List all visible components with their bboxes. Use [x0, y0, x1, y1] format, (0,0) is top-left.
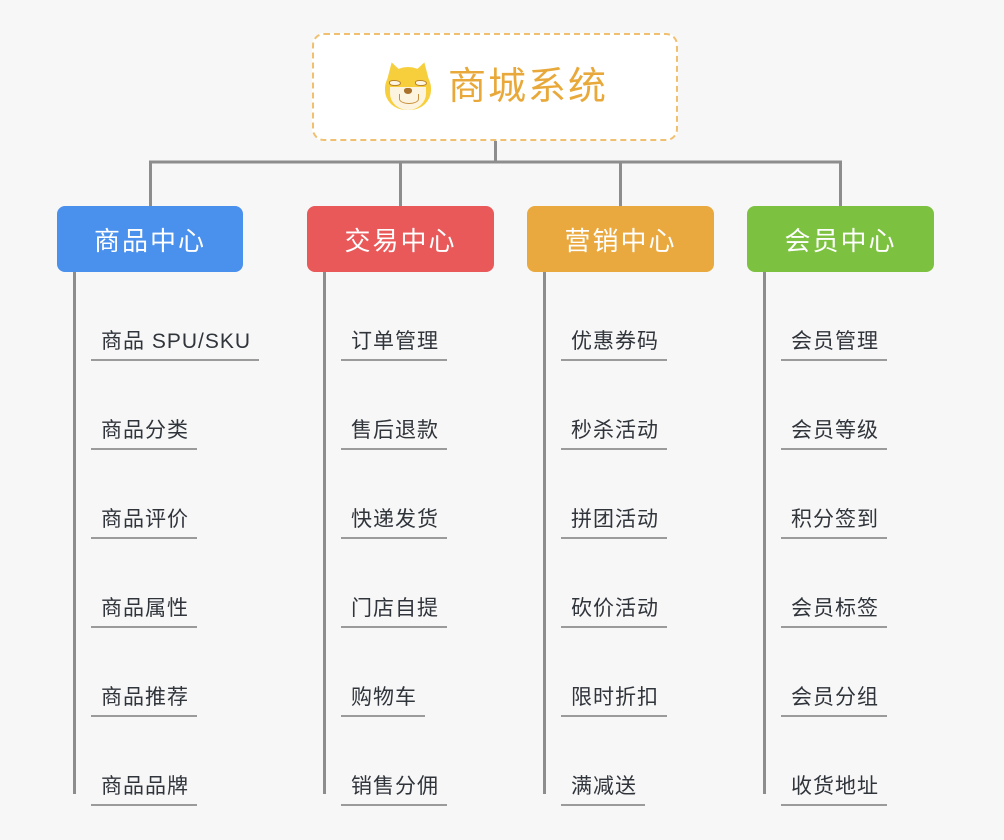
leaf-item-label: 快递发货	[341, 508, 447, 539]
leaf-item-label: 订单管理	[341, 330, 447, 361]
leaf-item[interactable]: 商品推荐	[73, 628, 317, 717]
branch-header-label: 交易中心	[344, 225, 457, 256]
leaf-item[interactable]: 优惠券码	[543, 272, 747, 361]
branch-header-marketing-center[interactable]: 营销中心	[527, 206, 714, 272]
leaf-item[interactable]: 满减送	[543, 717, 747, 806]
leaf-item-label: 会员标签	[781, 597, 887, 628]
leaf-item-label: 会员等级	[781, 419, 887, 450]
leaf-item[interactable]: 秒杀活动	[543, 361, 747, 450]
branch-items-trade-center: 订单管理 售后退款 快递发货 门店自提 购物车 销售分佣	[307, 272, 527, 806]
branch-column-trade-center: 交易中心 订单管理 售后退款 快递发货 门店自提 购物车 销售分佣	[307, 206, 527, 806]
leaf-item[interactable]: 限时折扣	[543, 628, 747, 717]
leaf-item-label: 会员分组	[781, 686, 887, 717]
leaf-item-label: 商品属性	[91, 597, 197, 628]
leaf-item[interactable]: 订单管理	[323, 272, 527, 361]
leaf-item[interactable]: 商品评价	[73, 450, 317, 539]
branch-column-member-center: 会员中心 会员管理 会员等级 积分签到 会员标签 会员分组 收货地址	[747, 206, 967, 806]
leaf-item[interactable]: 会员分组	[763, 628, 967, 717]
leaf-item[interactable]: 商品属性	[73, 539, 317, 628]
leaf-item[interactable]: 会员管理	[763, 272, 967, 361]
root-title: 商城系统	[447, 66, 608, 108]
leaf-item[interactable]: 积分签到	[763, 450, 967, 539]
leaf-item-label: 秒杀活动	[561, 419, 667, 450]
leaf-item-label: 满减送	[561, 775, 645, 806]
shiba-dog-face-icon	[382, 59, 434, 113]
leaf-item-label: 拼团活动	[561, 508, 667, 539]
root-node[interactable]: 商城系统	[312, 33, 678, 141]
leaf-item-label: 商品推荐	[91, 686, 197, 717]
branch-column-product-center: 商品中心 商品 SPU/SKU 商品分类 商品评价 商品属性 商品推荐 商品品牌	[57, 206, 317, 806]
branch-header-product-center[interactable]: 商品中心	[57, 206, 243, 272]
leaf-item[interactable]: 售后退款	[323, 361, 527, 450]
branch-column-marketing-center: 营销中心 优惠券码 秒杀活动 拼团活动 砍价活动 限时折扣 满减送	[527, 206, 747, 806]
branch-header-member-center[interactable]: 会员中心	[747, 206, 934, 272]
branch-items-member-center: 会员管理 会员等级 积分签到 会员标签 会员分组 收货地址	[747, 272, 967, 806]
branch-header-label: 会员中心	[784, 225, 897, 256]
leaf-item-label: 优惠券码	[561, 330, 667, 361]
leaf-item-label: 销售分佣	[341, 775, 447, 806]
branch-header-label: 商品中心	[93, 225, 206, 256]
leaf-item-label: 商品分类	[91, 419, 197, 450]
leaf-item[interactable]: 会员标签	[763, 539, 967, 628]
leaf-item[interactable]: 门店自提	[323, 539, 527, 628]
leaf-item-label: 商品评价	[91, 508, 197, 539]
leaf-item[interactable]: 商品品牌	[73, 717, 317, 806]
leaf-item-label: 门店自提	[341, 597, 447, 628]
branch-items-marketing-center: 优惠券码 秒杀活动 拼团活动 砍价活动 限时折扣 满减送	[527, 272, 747, 806]
leaf-item[interactable]: 快递发货	[323, 450, 527, 539]
branch-header-trade-center[interactable]: 交易中心	[307, 206, 494, 272]
leaf-item-label: 收货地址	[781, 775, 887, 806]
leaf-item[interactable]: 商品 SPU/SKU	[73, 272, 317, 361]
leaf-item-label: 购物车	[341, 686, 425, 717]
leaf-item[interactable]: 收货地址	[763, 717, 967, 806]
leaf-item-label: 售后退款	[341, 419, 447, 450]
leaf-item-label: 商品 SPU/SKU	[91, 330, 260, 361]
branch-items-product-center: 商品 SPU/SKU 商品分类 商品评价 商品属性 商品推荐 商品品牌	[57, 272, 317, 806]
leaf-item[interactable]: 商品分类	[73, 361, 317, 450]
leaf-item-label: 积分签到	[781, 508, 887, 539]
leaf-item-label: 限时折扣	[561, 686, 667, 717]
leaf-item[interactable]: 销售分佣	[323, 717, 527, 806]
leaf-item[interactable]: 拼团活动	[543, 450, 747, 539]
leaf-item-label: 砍价活动	[561, 597, 667, 628]
leaf-item-label: 商品品牌	[91, 775, 197, 806]
branch-header-label: 营销中心	[564, 225, 677, 256]
leaf-item-label: 会员管理	[781, 330, 887, 361]
leaf-item[interactable]: 购物车	[323, 628, 527, 717]
leaf-item[interactable]: 会员等级	[763, 361, 967, 450]
leaf-item[interactable]: 砍价活动	[543, 539, 747, 628]
